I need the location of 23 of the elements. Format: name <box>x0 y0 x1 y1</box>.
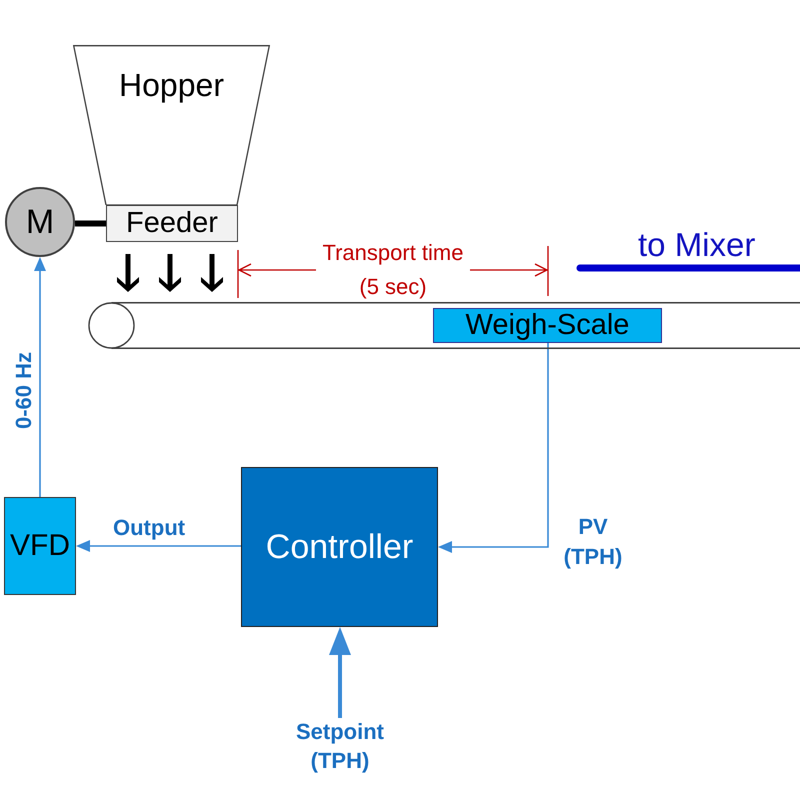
feeder-box <box>106 205 238 242</box>
vfd-box <box>4 497 76 595</box>
destination-label: to Mixer <box>638 226 756 264</box>
shaft-line <box>75 220 106 226</box>
weigh-scale-box <box>433 308 662 343</box>
edge-label: Output <box>113 515 186 540</box>
hopper <box>73 45 270 205</box>
arrow <box>329 628 351 718</box>
arrow <box>76 540 241 552</box>
signal-label: Setpoint (TPH) <box>296 718 384 776</box>
arrow <box>438 343 549 553</box>
node-label: VFD <box>10 531 70 561</box>
node-label: Controller <box>266 530 414 564</box>
controller-box <box>241 467 438 627</box>
node-label: Weigh-Scale <box>466 311 630 340</box>
edge-label: PV (TPH) <box>564 513 622 571</box>
dimension-label: Transport time (5 sec) <box>321 239 464 301</box>
edge-label: 0-60 Hz <box>13 352 35 430</box>
arrow <box>34 257 46 497</box>
conveyor-belt <box>88 302 800 349</box>
node-label: M <box>26 205 54 239</box>
node-label: Feeder <box>126 209 218 238</box>
node-label: Hopper <box>119 69 224 101</box>
